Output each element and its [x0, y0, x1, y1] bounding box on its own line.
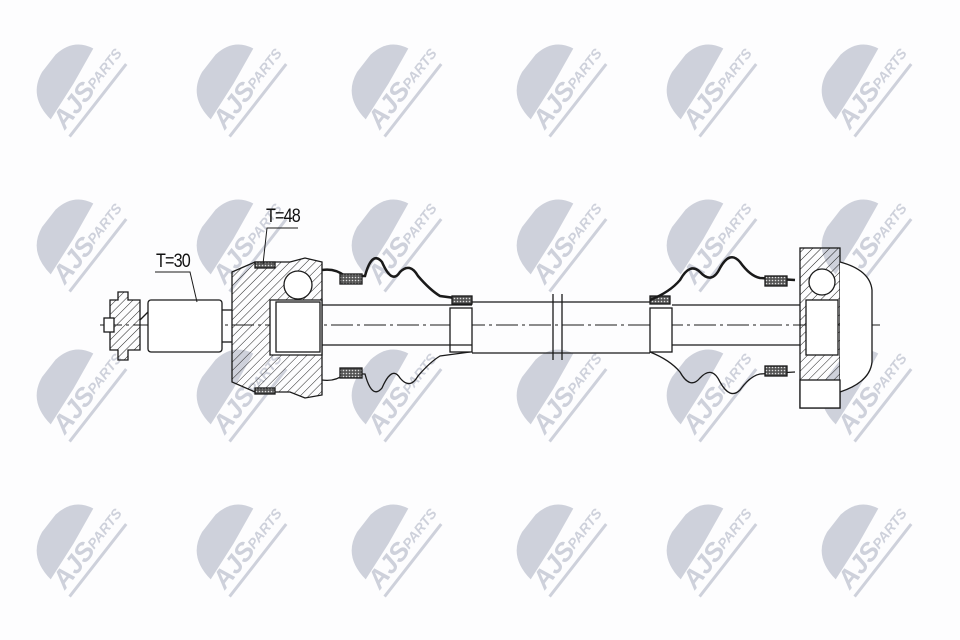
right-boot [649, 255, 800, 395]
inner-cv-joint [231, 257, 323, 399]
label-outer-spline-count: T=48 [266, 206, 301, 227]
left-stub [103, 291, 141, 361]
main-shaft [322, 294, 650, 360]
outer-cv-joint [799, 247, 873, 409]
left-boot [321, 257, 473, 393]
label-inner-spline-count: T=30 [156, 251, 191, 272]
spline-t30 [147, 299, 223, 353]
